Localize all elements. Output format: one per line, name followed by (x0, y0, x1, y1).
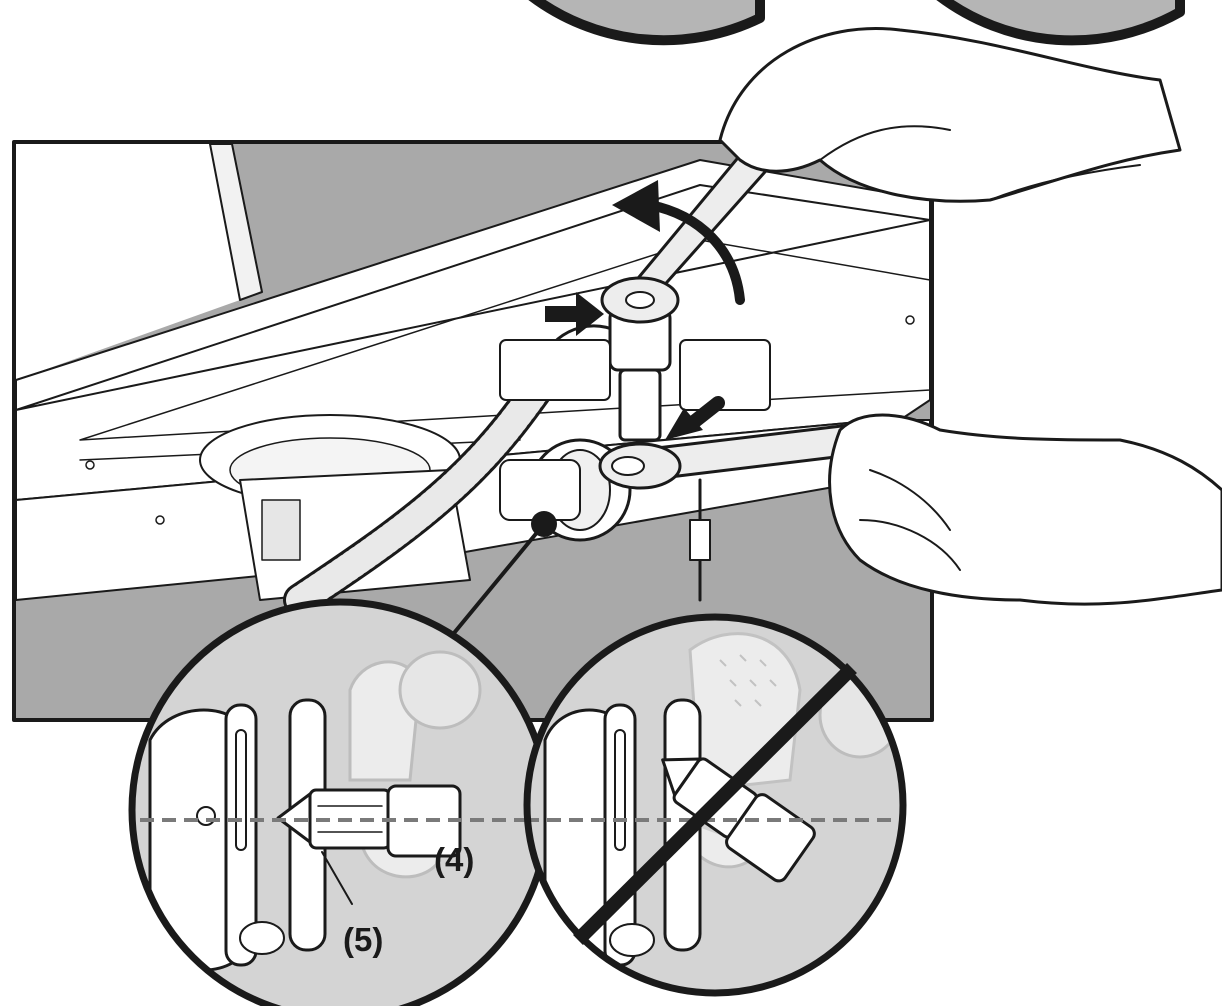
callout-4-label: (4) (434, 841, 474, 878)
callout-5-label: (5) (343, 921, 383, 958)
lower-hand (830, 415, 1222, 604)
correct-detail-circle: (4) (5) (130, 600, 550, 1006)
incorrect-detail-circle (525, 615, 905, 995)
